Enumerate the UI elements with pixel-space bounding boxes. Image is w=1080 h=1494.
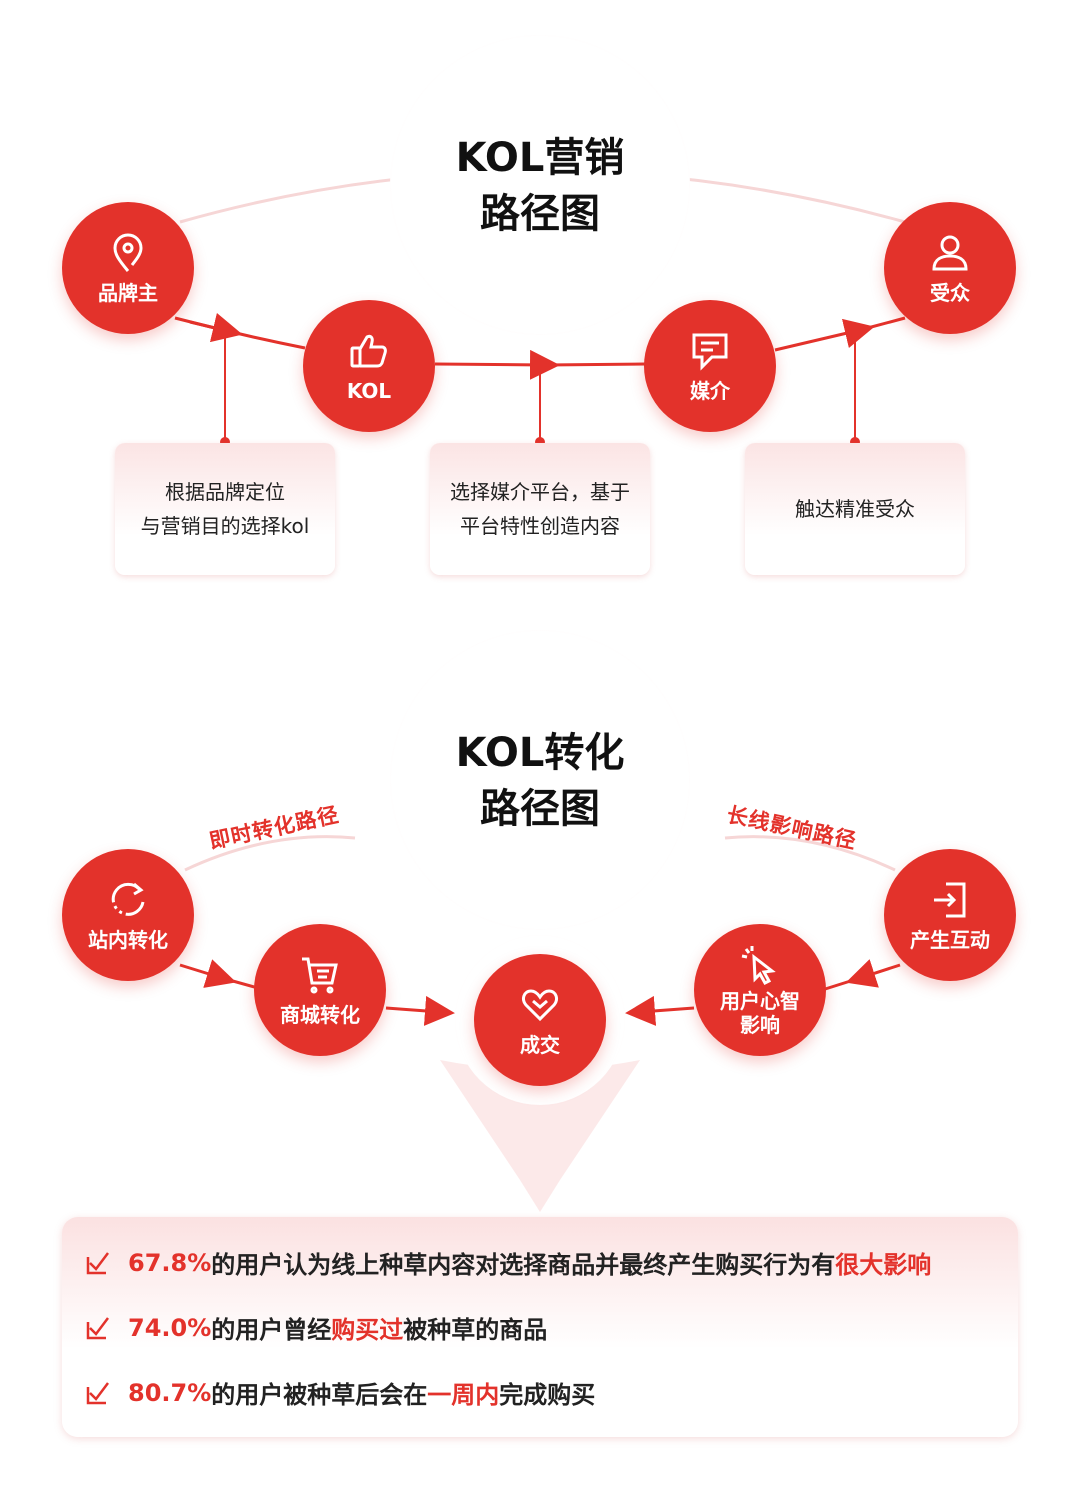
desc-box-media: 选择媒介平台，基于平台特性创造内容 [430, 443, 650, 575]
cursor-click-icon [741, 946, 776, 985]
node-deal: 成交 [474, 954, 606, 1086]
title-line: KOL转化 [455, 730, 625, 776]
checkbox-checked-icon [86, 1381, 109, 1404]
node-label: 用户心智影响 [720, 989, 800, 1037]
node-label: 受众 [930, 281, 970, 305]
stat-percent: 80.7% [128, 1378, 212, 1407]
stat-row: 74.0%的用户曾经购买过被种草的商品 [84, 1310, 547, 1345]
location-pin-icon [113, 233, 143, 272]
checkbox-checked-icon [86, 1251, 109, 1274]
node-label: 媒介 [690, 379, 730, 403]
node-label: 产生互动 [910, 928, 990, 952]
conversion-title: KOL转化 路径图 [390, 725, 690, 837]
title-line: KOL营销 [455, 135, 625, 181]
node-kol: KOL [303, 300, 435, 432]
node-label: 站内转化 [88, 928, 168, 952]
desc-text: 平台特性创造内容 [460, 514, 620, 538]
stat-text: 的用户被种草后会在 [211, 1381, 428, 1409]
stat-text: 的用户认为线上种草内容对选择商品并最终产生购买行为有 [211, 1251, 836, 1279]
desc-text: 触达精准受众 [795, 497, 915, 521]
title-halo [390, 35, 690, 335]
stat-text: 完成购买 [499, 1381, 596, 1409]
refresh-icon [111, 882, 145, 916]
user-icon [932, 235, 968, 271]
node-label: 成交 [520, 1033, 560, 1057]
marketing-title: KOL营销 路径图 [390, 130, 690, 242]
stat-row: 67.8%的用户认为线上种草内容对选择商品并最终产生购买行为有很大影响 [84, 1245, 931, 1280]
stat-highlight: 购买过 [331, 1316, 404, 1344]
stat-percent: 67.8% [128, 1248, 212, 1277]
node-label: KOL [346, 379, 392, 403]
chat-bubble-icon [692, 333, 728, 371]
node-label-line: 影响 [740, 1013, 780, 1037]
title-line: 路径图 [480, 191, 600, 237]
node-interaction: 产生互动 [884, 849, 1016, 981]
stats-panel: 67.8%的用户认为线上种草内容对选择商品并最终产生购买行为有很大影响 74.0… [62, 1217, 1018, 1437]
desc-text: 根据品牌定位 [164, 480, 285, 504]
desc-text: 选择媒介平台，基于 [450, 480, 630, 504]
thumbs-up-icon [350, 334, 387, 368]
cart-icon [302, 957, 338, 994]
checkbox-checked-icon [86, 1316, 109, 1339]
title-line: 路径图 [480, 786, 600, 832]
node-mindshare: 用户心智影响 [694, 924, 826, 1056]
stat-row: 80.7%的用户被种草后会在一周内完成购买 [84, 1375, 595, 1410]
heart-icon [522, 989, 558, 1022]
node-audience: 受众 [884, 202, 1016, 334]
node-label-line: 用户心智 [720, 989, 800, 1013]
node-onsite-conversion: 站内转化 [62, 849, 194, 981]
node-mall-conversion: 商城转化 [254, 924, 386, 1056]
node-brand: 品牌主 [62, 202, 194, 334]
node-label: 商城转化 [280, 1003, 360, 1027]
login-icon [934, 882, 966, 918]
stat-text: 的用户曾经 [211, 1316, 332, 1344]
stat-highlight: 一周内 [427, 1381, 500, 1409]
node-media: 媒介 [644, 300, 776, 432]
desc-text: 与营销目的选择kol [140, 514, 310, 538]
stat-highlight: 很大影响 [835, 1251, 932, 1279]
desc-box-brand: 根据品牌定位与营销目的选择kol [115, 443, 335, 575]
node-label: 品牌主 [98, 281, 158, 305]
stat-text: 被种草的商品 [403, 1316, 548, 1344]
desc-box-audience: 触达精准受众 [745, 443, 965, 575]
stat-percent: 74.0% [128, 1313, 212, 1342]
title-halo [390, 630, 690, 930]
